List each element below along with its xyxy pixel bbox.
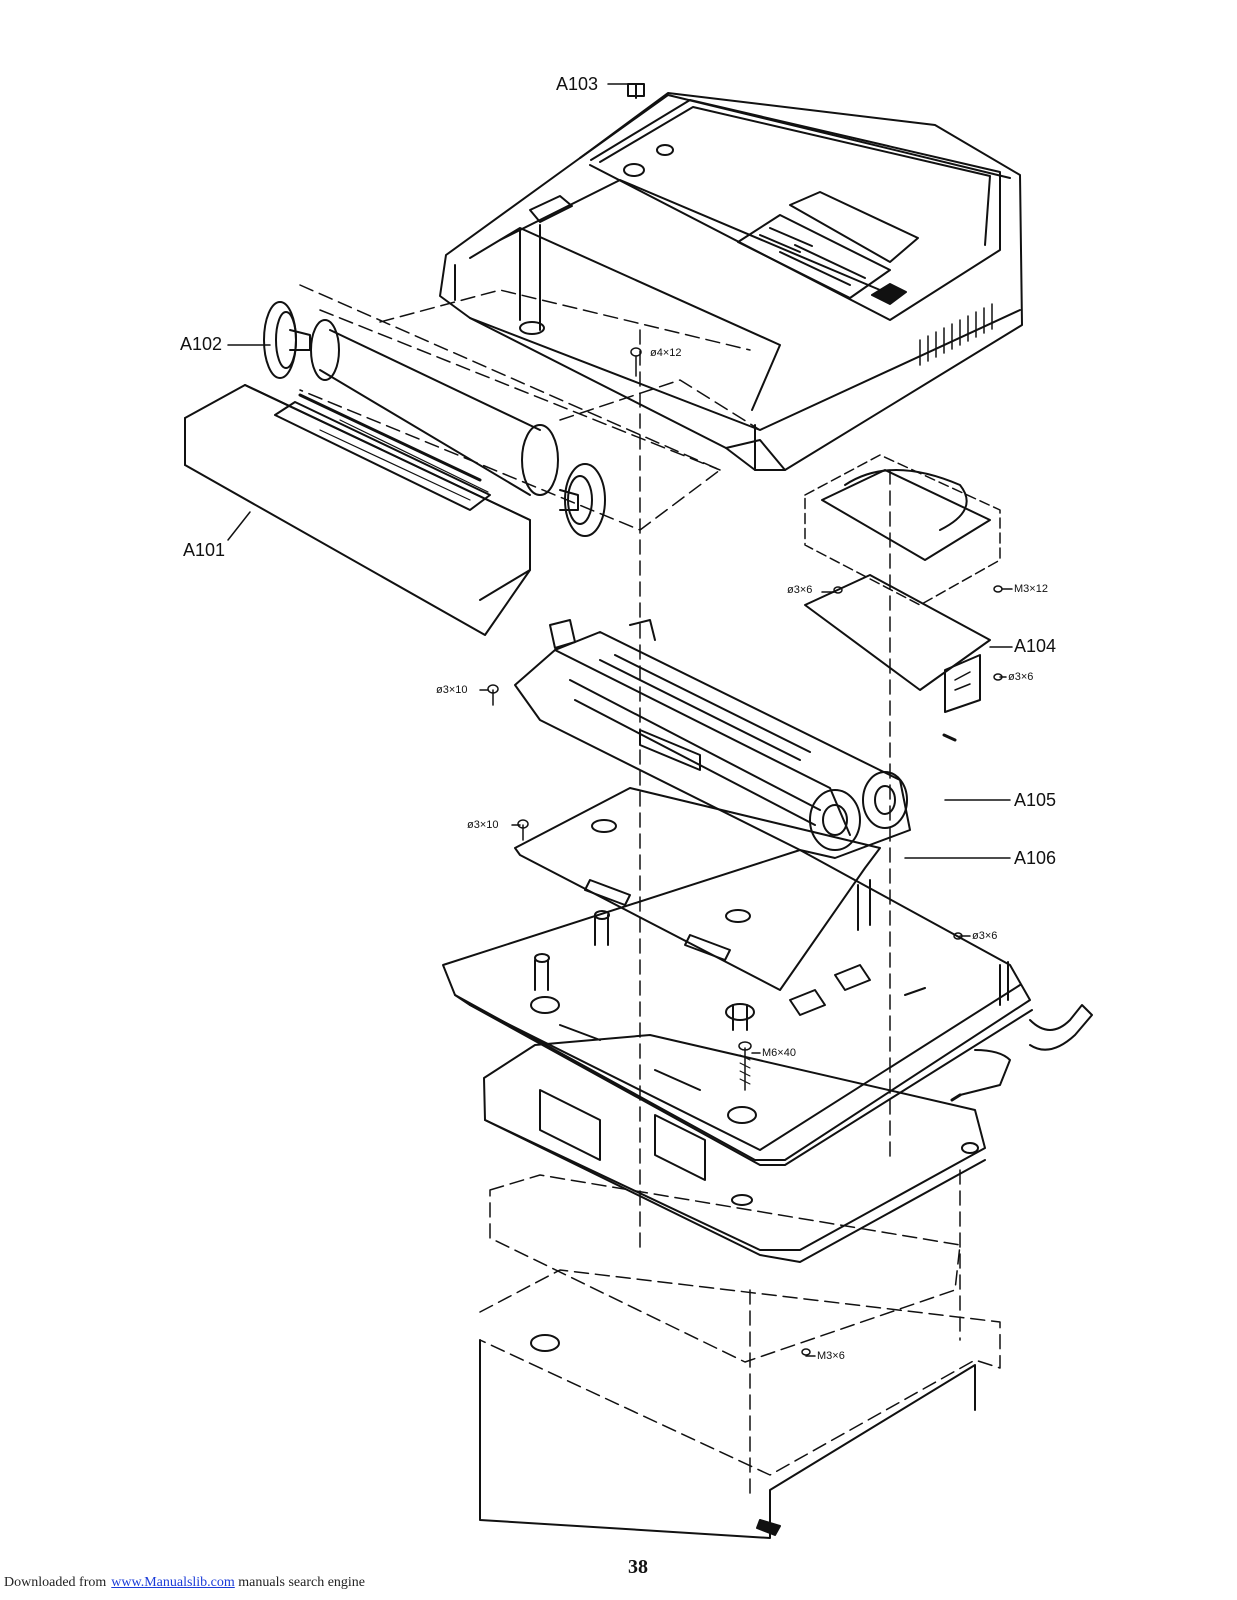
a105-print-mechanism <box>514 619 911 859</box>
footer-suffix: manuals search engine <box>238 1575 366 1590</box>
label-a106: A106 <box>1014 848 1057 868</box>
a104-transformer-board <box>804 454 1001 742</box>
bottom-plate-dashed <box>479 1169 1001 1501</box>
screw-label-phi4x12: ø4×12 <box>650 347 682 359</box>
footer: Downloaded from www.Manualslib.com manual… <box>4 1575 370 1591</box>
screw-label-phi3x6-c: ø3×6 <box>972 930 998 942</box>
label-a105: A105 <box>1014 790 1057 810</box>
screw-label-phi3x10-b: ø3×10 <box>467 819 499 831</box>
bottom-case <box>442 849 1093 1166</box>
screw-label-phi3x6-a: ø3×6 <box>787 584 813 596</box>
screw-label-m3x6: M3×6 <box>817 1350 845 1362</box>
a102-spool-knob <box>263 301 606 537</box>
label-a103: A103 <box>556 74 599 94</box>
manualslib-link[interactable]: www.Manualslib.com <box>111 1575 235 1590</box>
label-a104: A104 <box>1014 636 1057 656</box>
bottom-plate <box>479 1334 976 1539</box>
page-number: 38 <box>628 1556 648 1578</box>
screw-label-phi3x6-b: ø3×6 <box>1008 671 1034 683</box>
top-cover <box>439 83 1023 471</box>
label-a102: A102 <box>180 334 223 354</box>
leader-lines <box>227 83 1013 1357</box>
screw-label-phi3x10-a: ø3×10 <box>436 684 468 696</box>
a101-front-cover <box>184 384 531 636</box>
a106-main-pcb <box>514 787 881 991</box>
screw-label-m3x12: M3×12 <box>1014 583 1048 595</box>
base-chassis <box>483 1034 986 1263</box>
footer-prefix: Downloaded from <box>4 1575 107 1590</box>
paper-roll-dashed <box>299 284 891 1251</box>
screw-label-m6x40: M6×40 <box>762 1047 796 1059</box>
label-a101: A101 <box>183 540 226 560</box>
paper-roll <box>310 319 559 496</box>
